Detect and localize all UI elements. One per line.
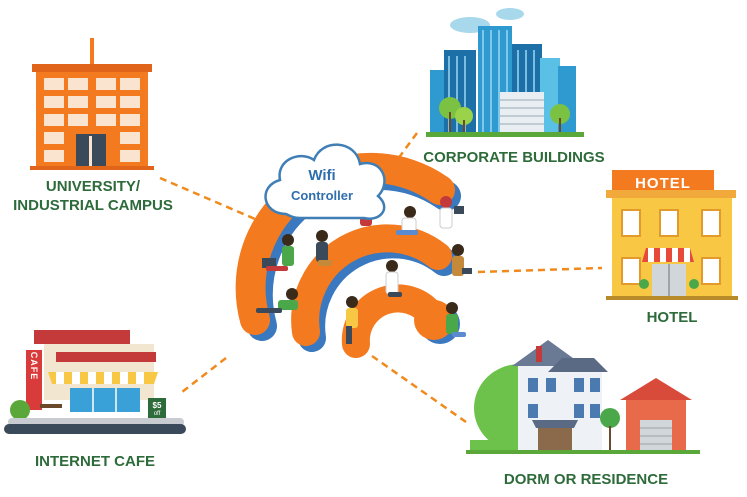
connector-hotel <box>477 266 603 274</box>
label-dorm: DORM OR RESIDENCE <box>504 471 668 488</box>
label-hotel: HOTEL <box>647 309 698 326</box>
connector-university <box>159 176 263 224</box>
person-icon <box>385 260 402 297</box>
corporate-buildings-icon <box>426 8 584 137</box>
label-corporate: CORPORATE BUILDINGS <box>423 149 604 166</box>
hotel-sign: HOTEL <box>635 175 691 192</box>
person-icon <box>316 230 332 266</box>
label-cafe: INTERNET CAFE <box>35 453 155 470</box>
location-labels: UNIVERSITY/ INDUSTRIAL CAMPUS CORPORATE … <box>13 149 697 488</box>
dorm-residence-icon <box>466 340 700 454</box>
label-university-line1: UNIVERSITY/ <box>46 178 141 195</box>
person-icon <box>262 234 294 271</box>
connector-dorm <box>371 354 467 424</box>
cafe-sign: CAFE <box>29 352 39 381</box>
hotel-building-icon <box>606 170 738 300</box>
university-building-icon <box>30 38 154 170</box>
cloud-label-line1: Wifi <box>308 167 335 184</box>
person-icon <box>439 196 464 229</box>
cloud-label-line2: Controller <box>291 188 353 203</box>
cafe-price: $5 <box>153 401 162 410</box>
label-university-line2: INDUSTRIAL CAMPUS <box>13 197 173 214</box>
connector-cafe <box>181 357 227 393</box>
cafe-price-sub: off <box>154 411 161 417</box>
person-icon <box>396 206 418 235</box>
person-icon <box>346 296 358 344</box>
person-icon <box>446 302 466 337</box>
wifi-controller-cloud <box>264 143 386 220</box>
person-icon <box>452 244 472 276</box>
person-icon <box>256 288 298 313</box>
cafe-building-icon <box>4 330 186 434</box>
